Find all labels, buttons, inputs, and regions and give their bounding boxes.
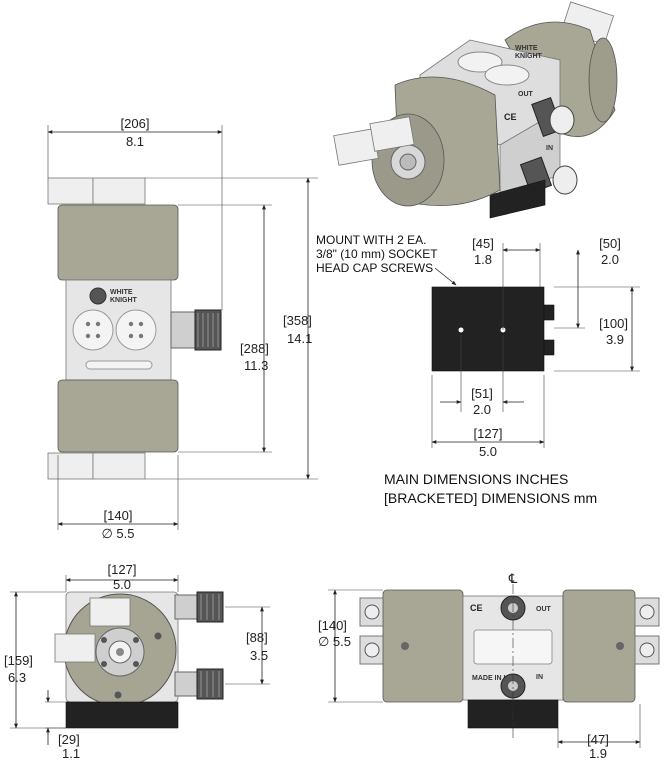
svg-text:CE: CE <box>504 112 517 122</box>
top-dimensions: [140] ∅ 5.5 [47] 1.9 <box>318 589 641 760</box>
mount-note-line2: 3/8" (10 mm) SOCKET <box>316 247 438 261</box>
out-port-label: OUT <box>536 606 552 613</box>
dim-1-9-in: 1.9 <box>589 746 607 760</box>
dim-1-1-in: 1.1 <box>62 746 80 760</box>
svg-text:IN: IN <box>546 145 553 152</box>
dim-51-mm: [51] <box>471 386 493 401</box>
ce-mark: CE <box>470 603 483 613</box>
dim-5-0-in-side: 5.0 <box>113 577 131 592</box>
in-port-label: IN <box>536 674 543 681</box>
made-in-label: MADE IN USA <box>472 675 518 682</box>
dim-140-mm-top: [140] <box>318 618 347 633</box>
dim-6-3-in: 6.3 <box>8 670 26 685</box>
units-note-line2: [BRACKETED] DIMENSIONS mm <box>384 490 597 506</box>
dim-127-mm-side: [127] <box>108 562 137 577</box>
dim-3-9-in: 3.9 <box>606 332 624 347</box>
centerline-symbol: ℄ <box>508 571 518 586</box>
dim-5-5-dia-top: ∅ 5.5 <box>318 634 351 649</box>
dim-358-mm: [358] <box>283 313 312 328</box>
dim-1-8-in: 1.8 <box>474 252 492 267</box>
dim-5-0-in: 5.0 <box>479 444 497 459</box>
base-view <box>431 286 555 372</box>
dim-140-mm: [140] <box>104 508 133 523</box>
brand-logo-line2: KNIGHT <box>110 297 138 304</box>
isometric-view: WHITE KNIGHT CE OUT IN <box>333 1 618 219</box>
units-note: MAIN DIMENSIONS INCHES [BRACKETED] DIMEN… <box>384 471 597 506</box>
svg-text:WHITE: WHITE <box>515 45 538 52</box>
front-view: WHITE KNIGHT <box>47 177 222 480</box>
units-note-line1: MAIN DIMENSIONS INCHES <box>384 471 568 487</box>
dim-2-0-in-b: 2.0 <box>473 402 491 417</box>
dim-88-mm: [88] <box>246 630 268 645</box>
dim-47-mm: [47] <box>587 732 609 747</box>
dim-206-mm: [206] <box>121 116 150 131</box>
dim-45-mm: [45] <box>472 236 494 251</box>
front-dimensions: [206] 8.1 [358] 14.1 [288] 11.3 [140] ∅ … <box>47 116 318 541</box>
side-dimensions: [127] 5.0 [159] 6.3 [88] 3.5 [29] 1.1 <box>4 562 270 760</box>
dim-11-3-in: 11.3 <box>244 358 268 373</box>
dim-288-mm: [288] <box>240 341 269 356</box>
dim-50-mm: [50] <box>599 236 621 251</box>
dim-127-mm: [127] <box>474 426 503 441</box>
top-view: CE OUT IN MADE IN USA ℄ <box>359 571 660 740</box>
dim-3-5-in: 3.5 <box>250 648 268 663</box>
dim-100-mm: [100] <box>599 316 628 331</box>
base-dimensions: [45] 1.8 [50] 2.0 [100] 3.9 [51] 2.0 [12… <box>431 236 640 459</box>
mount-note: MOUNT WITH 2 EA. 3/8" (10 mm) SOCKET HEA… <box>316 233 457 286</box>
dim-5-5-dia: ∅ 5.5 <box>101 526 134 541</box>
svg-text:KNIGHT: KNIGHT <box>515 53 543 60</box>
brand-logo-line1: WHITE <box>110 289 133 296</box>
dim-2-0-in: 2.0 <box>601 252 619 267</box>
dim-8-1-in: 8.1 <box>126 134 144 149</box>
mount-note-line3: HEAD CAP SCREWS <box>316 261 433 275</box>
dim-159-mm: [159] <box>4 653 33 668</box>
side-view <box>54 591 224 729</box>
mount-note-line1: MOUNT WITH 2 EA. <box>316 233 426 247</box>
dim-14-1-in: 14.1 <box>287 331 312 346</box>
svg-text:OUT: OUT <box>518 91 534 98</box>
dim-29-mm: [29] <box>58 732 80 747</box>
